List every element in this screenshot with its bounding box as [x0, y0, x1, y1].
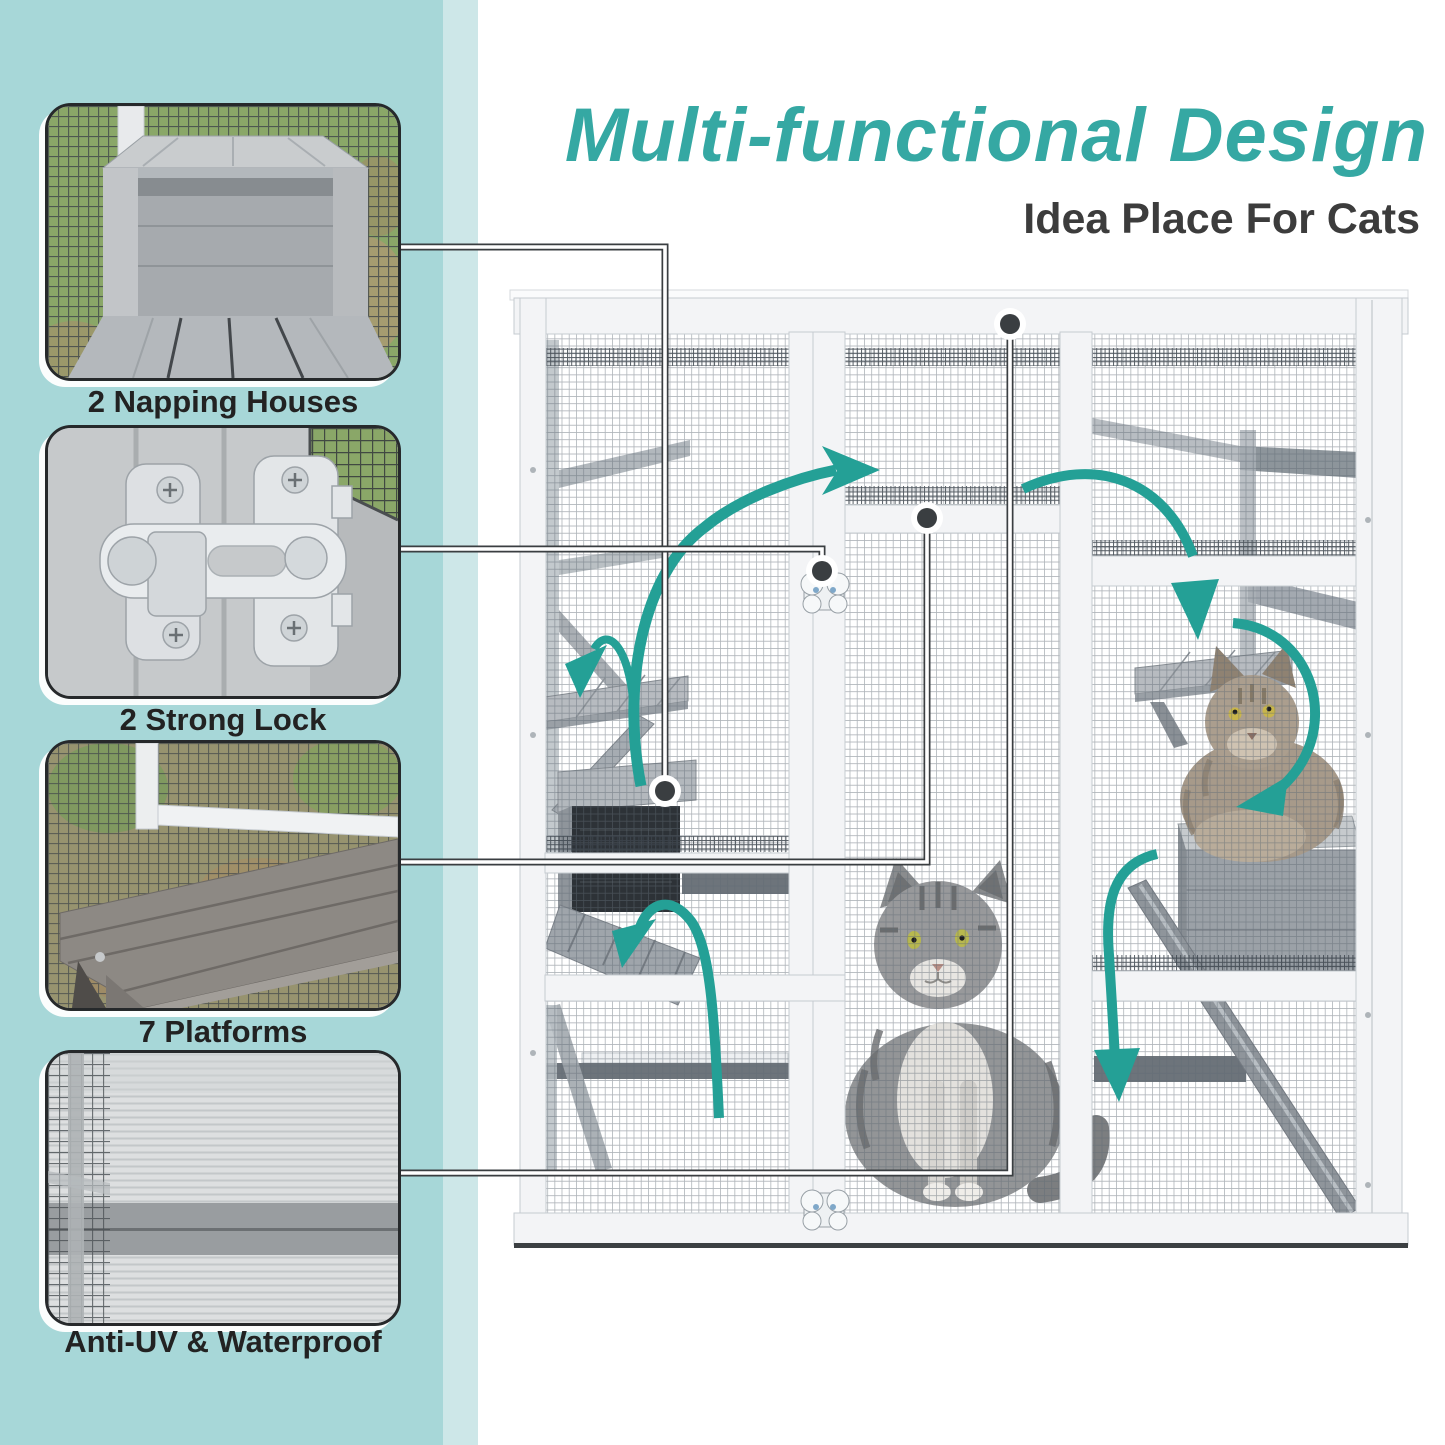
product-photo-cat-enclosure [509, 289, 1409, 1248]
arrowhead-icon [1171, 579, 1219, 640]
feature-label-anti-uv: Anti-UV & Waterproof [64, 1324, 382, 1359]
arrowhead-icon [1236, 776, 1288, 816]
page-subtitle: Idea Place For Cats [1023, 195, 1420, 243]
feature-photo-anti-uv-roof [45, 1050, 401, 1326]
door-latch-bottom [800, 1189, 850, 1231]
napping-house-tunnel [68, 135, 398, 378]
feature-label-napping-houses: 2 Napping Houses [87, 384, 359, 419]
feature-photo-platforms [45, 740, 401, 1011]
wood-platform [59, 838, 398, 1008]
feature-label-strong-lock: 2 Strong Lock [119, 702, 327, 737]
door-latch-top [800, 572, 850, 614]
feature-label-platforms: 7 Platforms [138, 1014, 308, 1049]
feature-photo-strong-lock [45, 425, 401, 699]
teal-light-background-strip [443, 0, 478, 1445]
feature-photo-napping-houses [45, 103, 401, 381]
arrowhead-icon [1094, 1048, 1140, 1102]
wire-mesh [545, 332, 1358, 1215]
latch-hardware [99, 455, 353, 667]
flow-arrow [1103, 849, 1159, 1059]
page-title: Multi-functional Design [564, 93, 1428, 178]
flow-arrow [1020, 469, 1198, 558]
